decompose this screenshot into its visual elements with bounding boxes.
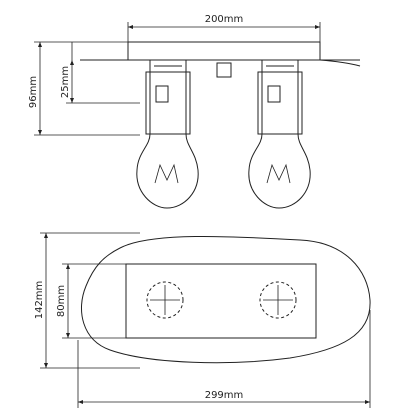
- left-socket-mark: [146, 281, 184, 319]
- right-lamp-holder: [257, 59, 303, 135]
- base-width-dimension: 299mm: [77, 310, 371, 408]
- base-width-label: 299mm: [205, 390, 244, 401]
- total-height-label: 96mm: [28, 76, 39, 108]
- plate-depth-label: 80mm: [56, 285, 67, 317]
- right-bulb: [248, 133, 311, 209]
- total-height-dimension: 96mm: [28, 41, 140, 136]
- left-bulb: [136, 133, 199, 209]
- left-lamp-holder: [145, 59, 191, 135]
- center-bracket: [216, 62, 232, 78]
- canopy-height-dimension: 25mm: [60, 42, 140, 104]
- plate-depth-dimension: 80mm: [56, 263, 126, 339]
- base-depth-label: 142mm: [34, 281, 45, 320]
- plate-width-dimension: 200mm: [127, 14, 321, 42]
- right-socket-mark: [259, 281, 297, 319]
- inner-mounting-plate: [125, 263, 317, 339]
- canopy-height-label: 25mm: [60, 66, 71, 98]
- side-view: 200mm 96mm 25mm: [28, 14, 361, 209]
- plate-width-label: 200mm: [205, 14, 244, 25]
- mounting-plate: [127, 41, 321, 61]
- pebble-base-outline: [80, 235, 371, 364]
- base-depth-dimension: 142mm: [34, 232, 140, 369]
- top-view: 142mm 80mm 299mm: [34, 232, 371, 408]
